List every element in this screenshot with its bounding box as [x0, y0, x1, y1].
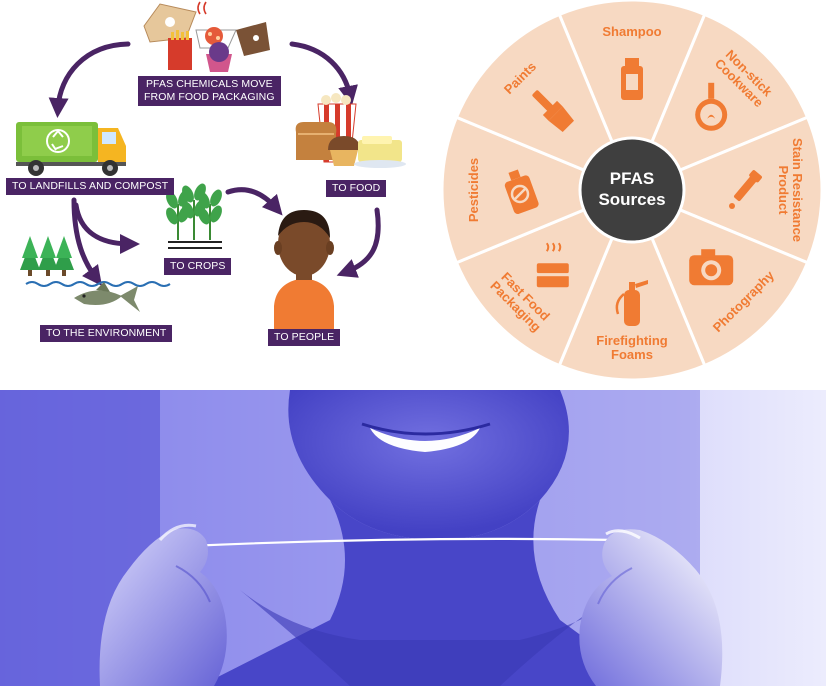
label-to-crops: TO CROPS — [164, 258, 232, 275]
label-pfas-chemicals-move: PFAS CHEMICALS MOVE FROM FOOD PACKAGING — [138, 76, 281, 106]
spray-can-icon — [504, 169, 539, 214]
camera-icon — [689, 249, 734, 286]
wheel-label-text: Pesticides — [466, 158, 481, 222]
right-hand — [579, 529, 723, 686]
crops-icon — [166, 183, 222, 249]
arrow-crops-to-people — [225, 187, 283, 216]
wheel-center-circle — [578, 136, 686, 244]
wheel-label-text: Foams — [611, 347, 653, 362]
arrow-landfill-to-environment — [71, 197, 102, 287]
label-line: FROM FOOD PACKAGING — [144, 91, 275, 103]
wheel-segment-label: Shampoo — [602, 24, 661, 39]
frying-pan-icon — [695, 82, 728, 131]
dropper-icon — [729, 170, 762, 209]
label-to-people: TO PEOPLE — [268, 329, 341, 346]
label-to-food: TO FOOD — [326, 180, 387, 197]
food-packaging-icon — [143, 1, 270, 72]
label-to-landfills: TO LANDFILLS AND COMPOST — [6, 178, 175, 195]
arrow-packaging-to-food — [289, 41, 358, 106]
arrow-landfill-to-crops — [73, 202, 140, 254]
wheel-segment — [440, 115, 636, 265]
arrow-food-to-people — [336, 207, 381, 278]
arrow-packaging-to-landfill — [48, 41, 131, 118]
food-container-icon — [534, 242, 571, 288]
photo-illustration — [0, 390, 826, 686]
label-to-environment: TO THE ENVIRONMENT — [40, 325, 173, 342]
shampoo-bottle-icon — [621, 58, 643, 100]
wheel-label-text: Stain Resistance — [790, 138, 805, 242]
label-line: PFAS CHEMICALS MOVE — [145, 78, 273, 90]
wheel-center-title: PFAS — [610, 169, 654, 188]
wheel-label-text: Shampoo — [602, 24, 661, 39]
wheel-segment — [628, 115, 824, 265]
wheel-label-text: Firefighting — [596, 333, 668, 348]
wheel-label-text: Product — [776, 165, 791, 215]
fire-extinguisher-icon — [615, 280, 648, 326]
pfas-flow-diagram — [16, 1, 406, 330]
dental-floss-photo — [0, 390, 826, 686]
garbage-truck-icon — [16, 122, 126, 176]
paint-brush-icon — [532, 90, 575, 133]
person-icon — [274, 210, 334, 330]
trees-icon — [20, 236, 74, 276]
fish-icon — [74, 282, 140, 312]
wheel-segment-label: Pesticides — [466, 158, 481, 222]
water-waves-icon — [25, 281, 171, 287]
food-items-icon — [295, 93, 406, 168]
left-hand — [99, 528, 227, 686]
wheel-center-subtitle: Sources — [598, 190, 665, 209]
